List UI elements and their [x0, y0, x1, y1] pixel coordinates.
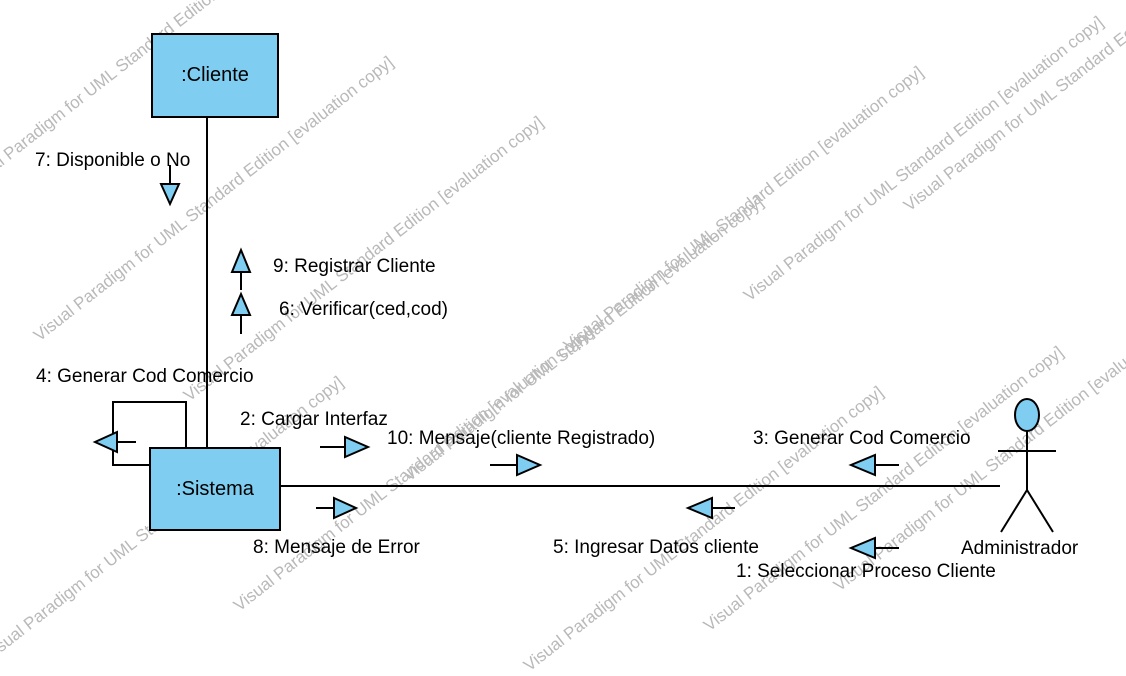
message-label-6: 6: Verificar(ced,cod) — [279, 299, 448, 320]
object-sistema-label: :Sistema — [176, 477, 254, 500]
actor-head — [1014, 398, 1040, 432]
self-loop-sistema — [112, 401, 187, 466]
message-label-7: 7: Disponible o No — [35, 150, 191, 171]
object-sistema[interactable]: :Sistema — [149, 447, 281, 531]
arrow-msg-10 — [490, 453, 543, 477]
arrow-msg-8 — [316, 496, 359, 520]
message-label-9: 9: Registrar Cliente — [273, 256, 436, 277]
arrow-msg-4 — [92, 430, 136, 454]
message-label-1: 1: Seleccionar Proceso Cliente — [736, 561, 996, 582]
message-label-10: 10: Mensaje(cliente Registrado) — [387, 428, 656, 449]
message-label-5: 5: Ingresar Datos cliente — [553, 537, 759, 558]
message-label-2: 2: Cargar Interfaz — [240, 409, 388, 430]
arrow-msg-2 — [320, 435, 371, 459]
arrow-msg-3 — [848, 453, 899, 477]
arrow-msg-9 — [230, 247, 252, 290]
arrow-msg-6 — [230, 291, 252, 334]
arrow-msg-1 — [848, 536, 899, 560]
object-cliente[interactable]: :Cliente — [151, 33, 279, 118]
actor-administrador-label: Administrador — [961, 538, 1079, 559]
message-label-8: 8: Mensaje de Error — [253, 537, 420, 558]
arrow-msg-5 — [685, 496, 735, 520]
message-label-4: 4: Generar Cod Comercio — [36, 366, 254, 387]
object-cliente-label: :Cliente — [181, 64, 249, 86]
message-label-3: 3: Generar Cod Comercio — [753, 428, 971, 449]
actor-figure — [998, 398, 1056, 533]
arrow-msg-7 — [159, 165, 181, 207]
diagram-canvas — [92, 118, 1056, 560]
